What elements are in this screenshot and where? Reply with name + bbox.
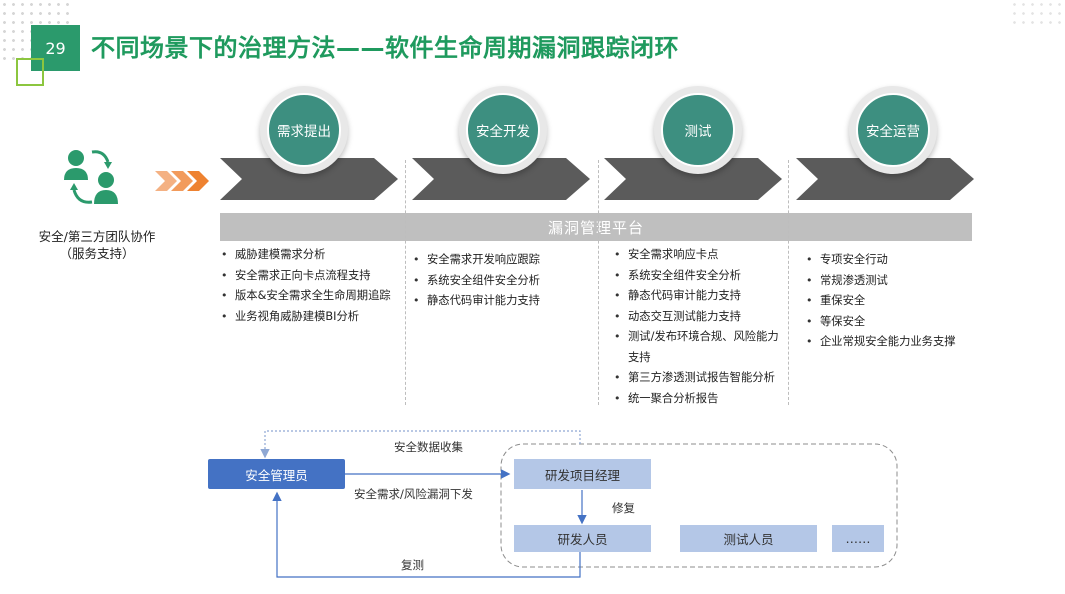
data-collection-label: 安全数据收集	[394, 440, 463, 454]
retest-label: 复测	[401, 558, 424, 572]
phase-name: 需求提出	[267, 93, 341, 167]
phase-name: 安全运营	[856, 93, 930, 167]
phase-arrow-1	[220, 158, 398, 200]
list-item: 等保安全	[806, 312, 976, 333]
decorative-dots-right	[1010, 0, 1065, 30]
orange-chevrons-icon	[155, 171, 209, 191]
phase-separator	[405, 160, 406, 405]
team-label-line2: （服务支持）	[59, 246, 135, 261]
security-admin-box: 安全管理员	[208, 459, 345, 489]
list-item: 安全需求响应卡点	[614, 245, 784, 266]
phase-2-items: 安全需求开发响应跟踪 系统安全组件安全分析 静态代码审计能力支持	[413, 250, 593, 312]
slide-title: 不同场景下的治理方法——软件生命周期漏洞跟踪闭环	[91, 34, 679, 62]
list-item: 专项安全行动	[806, 250, 976, 271]
list-item: 静态代码审计能力支持	[614, 286, 784, 307]
list-item: 系统安全组件安全分析	[614, 266, 784, 287]
tester-box: 测试人员	[680, 525, 817, 552]
phase-name: 测试	[661, 93, 735, 167]
list-item: 重保安全	[806, 291, 976, 312]
list-item: 业务视角威胁建模BI分析	[221, 307, 401, 328]
phase-circle-testing: 测试	[654, 86, 742, 174]
phase-4-items: 专项安全行动 常规渗透测试 重保安全 等保安全 企业常规安全能力业务支撑	[806, 250, 976, 353]
phase-3-items: 安全需求响应卡点 系统安全组件安全分析 静态代码审计能力支持 动态交互测试能力支…	[614, 245, 784, 409]
phase-arrow-2	[412, 158, 590, 200]
list-item: 测试/发布环境合规、风险能力支持	[614, 327, 784, 368]
list-item: 统一聚合分析报告	[614, 389, 784, 410]
list-item: 安全需求正向卡点流程支持	[221, 266, 401, 287]
phase-circle-operations: 安全运营	[849, 86, 937, 174]
vulnerability-platform-bar: 漏洞管理平台	[220, 213, 972, 241]
team-collaboration-icon	[64, 150, 118, 204]
more-roles-box: ……	[832, 525, 884, 552]
phase-arrow-3	[604, 158, 782, 200]
phase-arrow-4	[796, 158, 974, 200]
team-label: 安全/第三方团队协作 （服务支持）	[22, 228, 172, 262]
developer-box: 研发人员	[514, 525, 651, 552]
issue-dispatch-label: 安全需求/风险漏洞下发	[354, 487, 473, 501]
list-item: 常规渗透测试	[806, 271, 976, 292]
list-item: 系统安全组件安全分析	[413, 271, 593, 292]
project-manager-box: 研发项目经理	[514, 459, 651, 489]
page-number-accent-square	[16, 58, 44, 86]
phase-separator	[788, 160, 789, 405]
list-item: 版本&安全需求全生命周期追踪	[221, 286, 401, 307]
phase-name: 安全开发	[466, 93, 540, 167]
page-number: 29	[31, 25, 80, 71]
fix-label: 修复	[612, 501, 635, 515]
list-item: 静态代码审计能力支持	[413, 291, 593, 312]
phase-separator	[598, 160, 599, 405]
team-label-line1: 安全/第三方团队协作	[38, 229, 156, 244]
list-item: 第三方渗透测试报告智能分析	[614, 368, 784, 389]
phase-circle-requirements: 需求提出	[260, 86, 348, 174]
phase-1-items: 威胁建模需求分析 安全需求正向卡点流程支持 版本&安全需求全生命周期追踪 业务视…	[221, 245, 401, 327]
list-item: 安全需求开发响应跟踪	[413, 250, 593, 271]
list-item: 动态交互测试能力支持	[614, 307, 784, 328]
list-item: 威胁建模需求分析	[221, 245, 401, 266]
phase-circle-secure-dev: 安全开发	[459, 86, 547, 174]
list-item: 企业常规安全能力业务支撑	[806, 332, 976, 353]
